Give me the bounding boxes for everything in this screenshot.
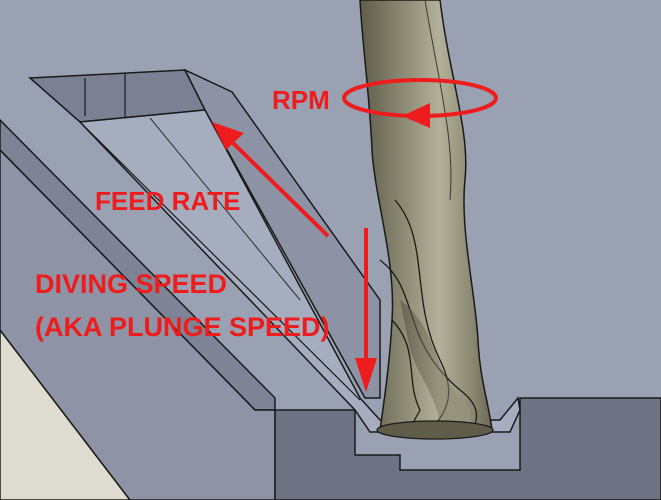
diving-speed-label: DIVING SPEED	[35, 269, 227, 299]
slot-floor-channel	[78, 109, 521, 433]
tool-shank-edge	[424, 0, 452, 201]
rpm-arrow-head	[402, 103, 430, 128]
slot-right-wall	[183, 68, 381, 399]
stock-left-bevel	[0, 148, 276, 500]
diving-speed-arrow-head	[355, 358, 377, 392]
feed-rate-arrow	[230, 140, 330, 238]
feed-rate-arrow-head	[212, 122, 244, 150]
tool-flute-3	[391, 319, 421, 433]
rpm-label: RPM	[272, 85, 330, 115]
stock-front-face	[274, 397, 661, 500]
tool-flute-shade	[400, 300, 470, 432]
plunge-speed-label: (AKA PLUNGE SPEED)	[35, 312, 330, 342]
feed-rate-label: FEED RATE	[95, 186, 240, 216]
tool-tip	[376, 420, 494, 440]
